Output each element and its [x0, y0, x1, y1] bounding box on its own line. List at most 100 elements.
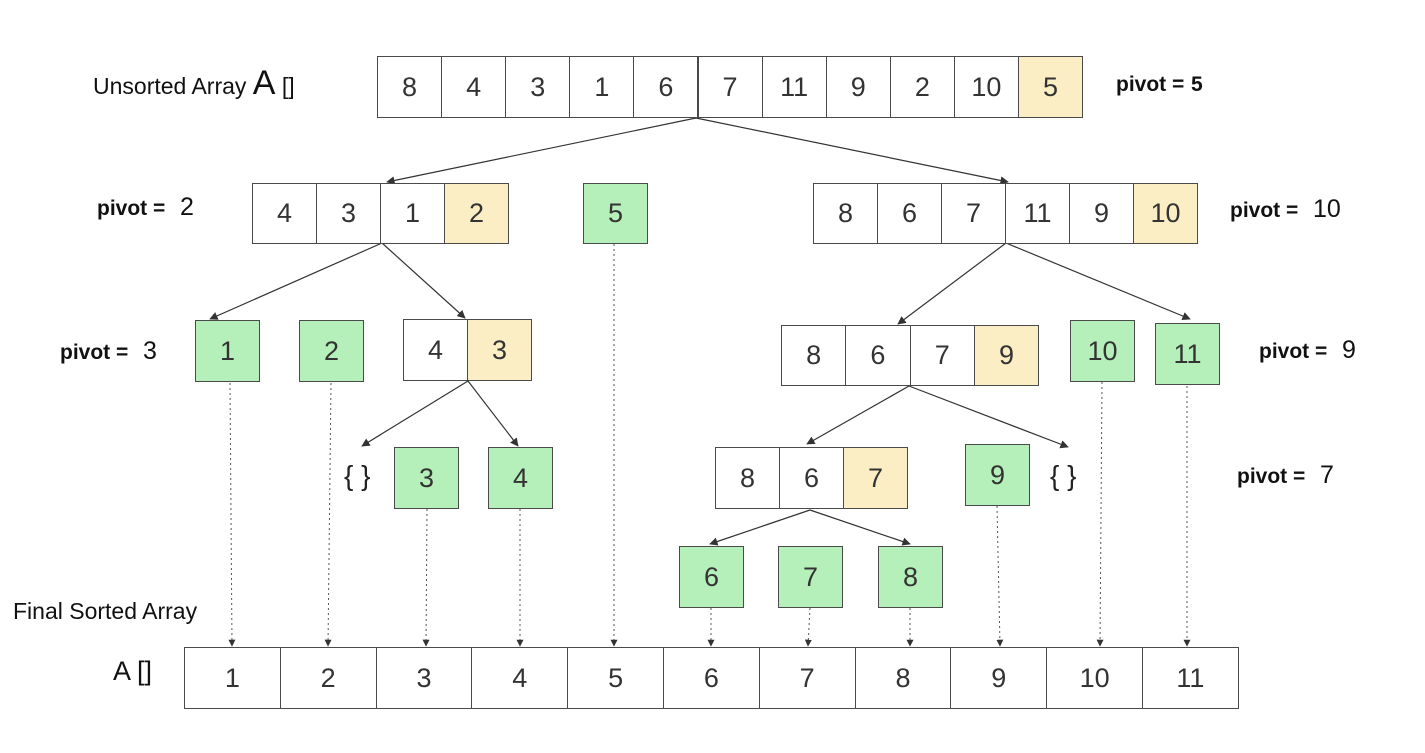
sorted-cell: 8 — [854, 647, 952, 709]
l2c-cell: 4 — [403, 319, 468, 381]
pivot-value: 5 — [1190, 73, 1203, 96]
partition-arrow — [709, 509, 811, 546]
right1-cell: 8 — [813, 183, 878, 244]
left1-cell: 4 — [252, 183, 317, 244]
left1-cell: 1 — [380, 183, 445, 244]
unsorted-cell: 3 — [505, 56, 571, 118]
placement-arrow — [1096, 381, 1104, 647]
sorted-cell: 2 — [279, 647, 377, 709]
partition-arrow — [806, 385, 910, 445]
right1-cell: 10 — [1133, 183, 1198, 244]
pivot-key: pivot = — [1116, 73, 1185, 96]
partition-arrow — [209, 242, 383, 320]
pivot-value: 7 — [1319, 461, 1334, 489]
pivot-key: pivot = — [1237, 465, 1306, 488]
placement-arrow — [996, 505, 1004, 647]
l2c-cell: 3 — [467, 319, 532, 381]
l2b-cell: 2 — [299, 320, 364, 382]
unsorted-cell: 11 — [761, 56, 827, 118]
pivot-label-7: pivot = 7 — [1237, 461, 1334, 490]
sorted-cell: 6 — [663, 647, 760, 709]
partition-arrow — [361, 380, 469, 447]
pivot-label-9: pivot = 9 — [1259, 336, 1356, 365]
r2a-cell: 6 — [845, 325, 911, 386]
sorted-cell: 9 — [950, 647, 1048, 709]
r3a-cell: 7 — [843, 447, 908, 509]
r4a-cell: 6 — [679, 546, 744, 608]
partition-arrow — [381, 242, 466, 319]
right1-cell: 6 — [877, 183, 942, 244]
r2c-cell: 11 — [1155, 323, 1220, 385]
partition-arrow — [809, 509, 911, 546]
pivot-label-3: pivot = 3 — [60, 337, 157, 366]
final-sorted-array-text: Final Sorted Array — [13, 598, 198, 624]
partition-arrow — [386, 117, 697, 185]
sorted-cell: 1 — [184, 647, 281, 709]
placement-arrow — [324, 382, 332, 647]
left1-cell: 3 — [316, 183, 381, 244]
empty-partition-left: { } — [344, 460, 371, 491]
final-sorted-array-label: Final Sorted Array — [13, 598, 197, 625]
pivot-key: pivot = — [1230, 199, 1299, 222]
pivot-value: 10 — [1312, 195, 1341, 223]
pivot-label-10: pivot = 10 — [1230, 195, 1341, 224]
r4c-cell: 8 — [878, 546, 943, 608]
unsorted-cell: 7 — [697, 56, 763, 118]
unsorted-cell: 5 — [1018, 56, 1084, 118]
unsorted-cell: 2 — [889, 56, 955, 118]
left1-cell: 2 — [444, 183, 509, 244]
sorted-cell: 4 — [471, 647, 569, 709]
sorted-array-name-label: A [] — [113, 656, 152, 687]
right1-cell: 9 — [1069, 183, 1134, 244]
unsorted-cell: 8 — [377, 56, 443, 118]
pivot-key: pivot = — [1259, 340, 1328, 363]
partition-arrow — [467, 380, 519, 447]
array-name: A — [113, 656, 130, 686]
mid1-cell: 5 — [583, 183, 648, 244]
l3a-cell: 3 — [394, 447, 459, 509]
sorted-cell: 5 — [567, 647, 664, 709]
pivot-value: 9 — [1341, 336, 1356, 364]
partition-arrow — [908, 385, 1069, 449]
right1-cell: 7 — [941, 183, 1006, 244]
r3b-cell: 9 — [965, 444, 1030, 506]
pivot-value: 3 — [142, 337, 157, 365]
partition-arrow — [1005, 242, 1191, 320]
r2b-cell: 10 — [1070, 320, 1135, 382]
sorted-cell: 7 — [758, 647, 856, 709]
pivot-key: pivot = — [60, 341, 129, 364]
r3a-cell: 6 — [779, 447, 844, 509]
pivot-label-2: pivot = 2 — [97, 193, 194, 222]
right1-cell: 11 — [1005, 183, 1070, 244]
r3a-cell: 8 — [715, 447, 780, 509]
pivot-label-5: pivot = 5 — [1116, 70, 1203, 98]
array-name: A — [252, 64, 276, 102]
placement-arrow — [804, 607, 812, 647]
unsorted-cell: 10 — [953, 56, 1019, 118]
l3b-cell: 4 — [488, 447, 553, 509]
partition-arrow — [695, 117, 1009, 185]
unsorted-cell: 1 — [569, 56, 635, 118]
partition-arrow — [897, 242, 1007, 325]
pivot-value: 2 — [179, 193, 194, 221]
array-brackets: [] — [281, 73, 295, 99]
sorted-cell: 3 — [375, 647, 473, 709]
unsorted-cell: 4 — [441, 56, 507, 118]
sorted-cell: 11 — [1142, 647, 1239, 709]
unsorted-array-text: Unsorted Array — [93, 73, 247, 99]
l2a-cell: 1 — [195, 320, 260, 382]
r4b-cell: 7 — [778, 546, 843, 608]
sorted-cell: 10 — [1046, 647, 1143, 709]
array-brackets: [] — [137, 656, 153, 686]
r2a-cell: 7 — [909, 325, 975, 386]
empty-partition-right: { } — [1050, 460, 1077, 491]
r2a-cell: 8 — [781, 325, 847, 386]
unsorted-array-label: Unsorted Array A [] — [93, 64, 295, 103]
r2a-cell: 9 — [973, 325, 1040, 386]
placement-arrow — [228, 382, 236, 647]
unsorted-cell: 9 — [825, 56, 891, 118]
unsorted-cell: 6 — [633, 56, 699, 118]
pivot-key: pivot = — [97, 197, 166, 220]
